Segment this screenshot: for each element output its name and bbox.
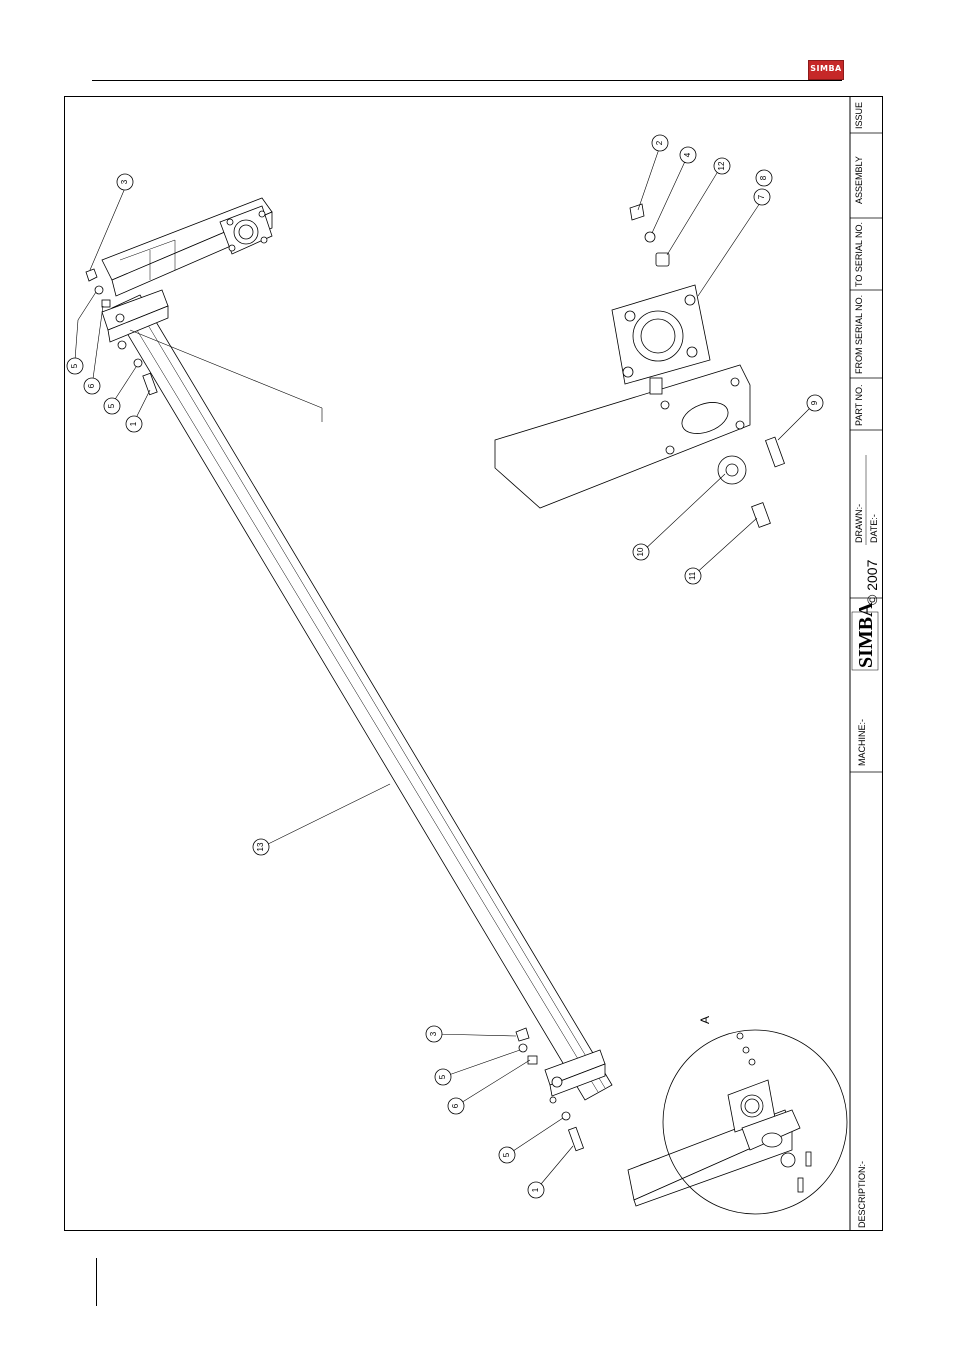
balloon-number: 4 [683,152,692,157]
item-balloon: 12 [714,158,730,174]
balloon-number: 9 [810,400,819,405]
balloon-number: 1 [531,1187,540,1192]
item-balloon: 11 [685,568,701,584]
item-balloon: 5 [499,1147,515,1163]
balloon-number: 3 [120,179,129,184]
balloon-number: 6 [451,1103,460,1108]
balloon-number: 5 [107,403,116,408]
item-balloon: 8 [756,170,772,186]
item-balloon: 6 [448,1098,464,1114]
balloon-number: 10 [636,547,645,556]
balloon-number: 8 [759,175,768,180]
item-balloon: 5 [435,1069,451,1085]
item-balloon: 2 [652,135,668,151]
item-balloon: 9 [807,395,823,411]
balloon-number: 6 [87,383,96,388]
balloon-number: 1 [129,421,138,426]
balloon-number: 11 [688,571,697,580]
item-balloon: 10 [633,544,649,560]
item-balloon: 1 [528,1182,544,1198]
item-balloon: 13 [253,839,269,855]
balloon-number: 5 [438,1074,447,1079]
balloon-number: 13 [256,842,265,851]
balloon-number: 5 [70,363,79,368]
balloon-number: 12 [717,161,726,170]
balloon-number: 2 [655,140,664,145]
detail-view-label: A [698,1016,712,1024]
item-balloon: 6 [84,378,100,394]
item-balloon: 3 [426,1026,442,1042]
item-balloon: 5 [67,358,83,374]
item-balloon: 7 [754,189,770,205]
balloon-number: 7 [757,194,766,199]
item-balloon: 4 [680,147,696,163]
upper-bracket [102,198,272,349]
item-balloon: 5 [104,398,120,414]
leader-lines [75,146,814,1190]
balloon-number: 5 [502,1152,511,1157]
main-beam [112,295,612,1100]
item-balloon: 1 [126,416,142,432]
detail-enlarged-parts [495,204,784,527]
item-balloon: 3 [117,174,133,190]
balloon-number: 3 [429,1031,438,1036]
